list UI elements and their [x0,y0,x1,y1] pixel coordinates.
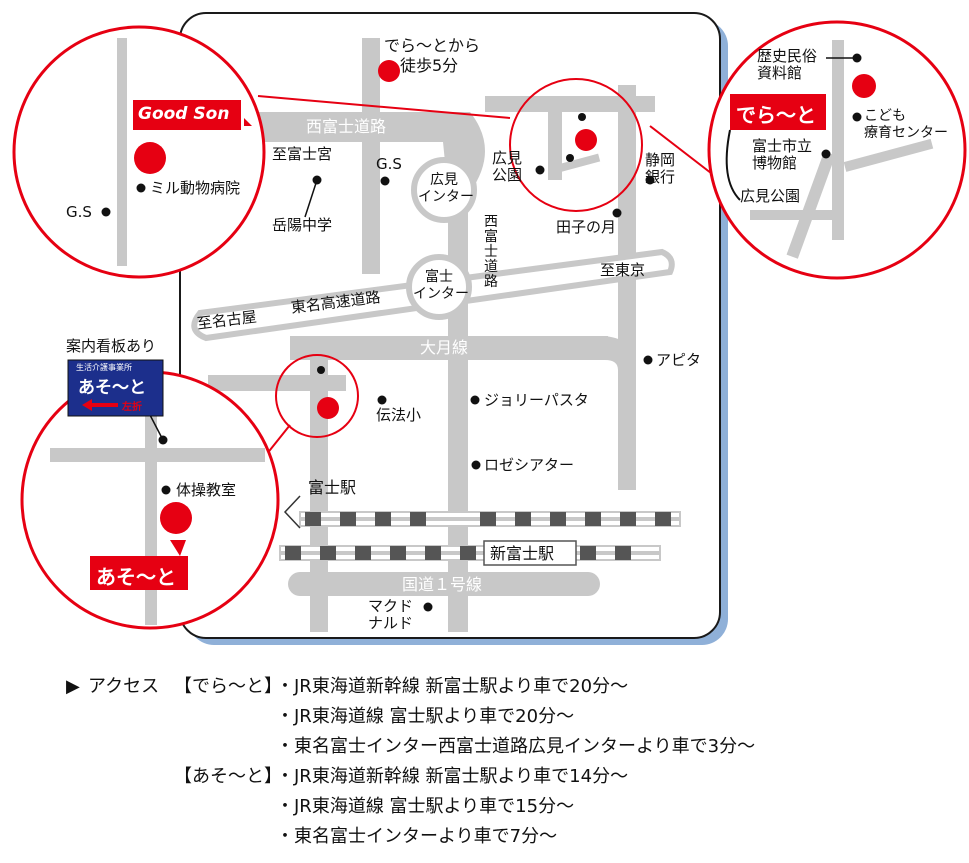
access-route: ・JR東海道新幹線 新富士駅より車で20分～ [276,676,629,697]
road-label-to-fujinomiya: 至富士宮 [272,145,333,163]
road-label-to-tokyo: 至東京 [600,261,646,279]
aso-marker [160,502,192,534]
aso-brand: あそ～と [96,565,176,589]
apita-label: アピタ [656,351,702,369]
fuji-station-label: 富士駅 [308,478,357,497]
inset-goodson-road [117,38,127,266]
inset-aso-connector [265,424,291,456]
aso-sign [90,556,188,590]
roze-label: ロゼシアター [484,456,575,474]
inset-dera-arc [725,129,741,201]
guide-sign-subtitle: 生活介護事業所 [76,363,132,372]
access-route: ・JR東海道新幹線 新富士駅より車で14分～ [276,766,629,787]
aso-sign-tail [170,540,186,556]
tagonotsuki-label: 田子の月 [556,218,617,236]
kodomo-label: こども 療育センター [864,108,948,141]
dera-walk-marker [378,60,400,82]
guide-sign-arrow-label: 左折 [122,402,142,413]
road-vertical-west [362,38,380,274]
fuji-station-pointer [283,495,301,529]
dera-area-contents [549,113,601,175]
area-map [12,12,967,645]
road-vertical-densho [310,352,328,632]
road-label-nishifuji: 西富士道路 [306,117,387,136]
clinic-label: ミル動物病院 [150,179,241,197]
walk-note: でら～とから 徒歩5分 [384,36,481,75]
goodson-marker [134,142,166,174]
museum-label: 歴史民俗 資料館 [757,47,818,82]
aso-area-dot [317,366,325,374]
access-route: ・東名富士インターより車で7分～ [276,826,558,847]
road-densho-west [208,375,346,391]
clinic-dot [136,183,146,193]
dera-brand: でら～と [736,103,816,127]
guide-sign-title: あそ～と [78,378,146,398]
aso-area-marker [317,397,339,419]
access-route: ・JR東海道線 富士駅より車で15分～ [276,796,575,817]
access-marker-icon: ▶ [66,676,80,697]
sign-leader [149,414,164,441]
access-group-aso: 【あそ～と】 [174,766,282,787]
dera-area-circle [509,78,643,212]
road-upper-east [485,96,655,112]
mcd-label: マクド ナルド [368,597,414,632]
inset-goodson-connector [257,95,511,119]
road-network [208,38,655,632]
road-nishifuji [255,112,455,142]
gym-label: 体操教室 [176,481,237,499]
railway-ties [285,512,671,560]
goodson-gs-label: G.S [66,203,92,221]
guide-sign-note: 案内看板あり [66,337,157,355]
gakuyo-leader [304,179,318,218]
inset-aso-road-h [50,448,265,462]
museum-dot [852,53,862,63]
dera-park-label: 広見公園 [740,187,801,205]
jolly-label: ジョリーパスタ [484,391,589,409]
goodson-sign [133,100,241,130]
inset-dera-roads [750,40,934,259]
fuji-interchange [406,254,472,320]
shin-fuji-station-label: 新富士駅 [490,544,555,563]
densho-label: 伝法小 [376,406,422,424]
gs-label: G.S [376,155,402,173]
goodson-sign-tail [244,118,252,126]
access-group-dera: 【でら～と】 [174,676,282,697]
road-otsuki-curve [600,336,636,370]
aso-area-circle [275,354,359,438]
hakubutsu-label: 富士市立 博物館 [752,137,813,172]
road-otsuki [290,336,608,360]
road-kokudo1 [288,572,600,596]
access-route: ・東名富士インター西富士道路広見インターより車で3分～ [276,736,756,757]
gym-dot [161,485,171,495]
hiromi-interchange-label: 広見 インター [418,172,474,205]
dera-marker [852,74,876,98]
guide-sign-arrow [82,399,118,411]
hiromi-park-label: 広見 公園 [492,149,523,184]
landmark-dots [312,165,655,612]
access-route: ・JR東海道線 富士駅より車で20分～ [276,706,575,727]
gakuyo-label: 岳陽中学 [272,216,333,234]
inset-dera-connector [649,125,721,181]
shin-fuji-station-box [483,540,577,566]
goodson-gs-dot [101,207,111,217]
goodson-brand: Good Son [138,104,230,124]
road-vertical-east [618,85,636,490]
fuji-interchange-label: 富士 インター [413,269,469,302]
access-title: アクセス [88,676,160,697]
dera-sign [730,94,826,130]
shizuoka-bank-label: 静岡 銀行 [645,151,676,186]
kodomo-dot [852,112,862,122]
hiromi-interchange [411,157,477,223]
road-label-fuji-dori: 西 富 士 道 路 [484,214,498,290]
road-label-otsuki: 大月線 [420,338,469,357]
road-vertical-hiromi [548,100,562,180]
hakubutsu-dot [821,149,831,159]
road-label-kokudo1: 国道１号線 [402,575,483,594]
